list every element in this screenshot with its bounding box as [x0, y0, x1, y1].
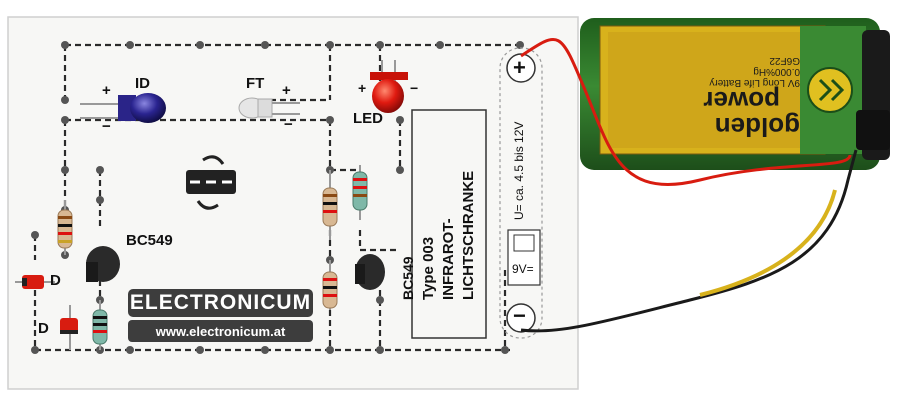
label-plus-ft: +	[282, 82, 291, 99]
battery-symbol-icon	[513, 234, 535, 252]
title-line-2: LICHTSCHRANKE	[460, 170, 477, 300]
terminal-minus-label: −	[513, 303, 526, 328]
battery-spec-2: 0.000%Hg	[753, 66, 800, 77]
battery-symbol-box	[507, 229, 541, 286]
battery-spec-3: 9V Long Life Battery	[709, 77, 800, 88]
label-d-bottom: D	[38, 320, 49, 337]
diode-bottom	[60, 305, 78, 350]
battery-brand-1: golden	[714, 112, 800, 142]
minus-terminal	[506, 303, 536, 333]
resistor-mid-1	[322, 170, 338, 240]
battery-spec-1: G6F22	[769, 55, 800, 66]
solder-pads	[31, 41, 524, 354]
label-ft: FT	[246, 75, 265, 92]
ir-diode	[80, 93, 166, 123]
black-wire	[520, 149, 858, 333]
resistor-bottom	[92, 300, 108, 350]
label-minus-led: −	[410, 80, 419, 96]
battery-label: golden power 9V Long Life Battery 0.000%…	[640, 40, 800, 142]
label-id: ID	[135, 75, 150, 92]
phototransistor	[238, 97, 300, 119]
resistor-left	[57, 200, 73, 255]
brand-banner: ELECTRONICUM	[128, 289, 313, 317]
label-bc549-left: BC549	[126, 232, 173, 249]
website-url: www.electronicum.at	[128, 320, 313, 342]
transistor-left	[86, 246, 120, 282]
resistor-mid-2	[352, 165, 368, 220]
voltage-label: U= ca. 4.5 bis 12V	[512, 121, 526, 220]
battery-symbol-label: 9V=	[512, 262, 534, 276]
label-led: LED	[353, 110, 383, 127]
diode-top	[15, 275, 55, 289]
type-line: Type 003	[420, 236, 437, 300]
info-box	[411, 109, 487, 339]
battery-9v	[580, 18, 890, 170]
battery-brand-2: power	[703, 86, 780, 116]
label-plus-id: +	[102, 82, 111, 99]
transistor-right	[355, 254, 385, 290]
logo-icon	[186, 155, 236, 210]
circuit-traces	[33, 43, 520, 352]
label-d-top: D	[50, 272, 61, 289]
label-bc549-right: BC549	[400, 256, 416, 300]
yellow-wire	[699, 189, 837, 297]
red-wire	[520, 38, 852, 186]
terminal-rail	[499, 47, 543, 339]
resistor-mid-3	[322, 260, 338, 310]
label-minus-ft: −	[284, 116, 293, 133]
label-minus-id: −	[102, 118, 111, 135]
red-led	[370, 60, 408, 113]
terminal-plus-label: +	[513, 55, 526, 80]
title-line-1: INFRAROT-	[440, 218, 457, 300]
label-plus-led: +	[358, 80, 367, 96]
plus-terminal	[506, 53, 536, 83]
